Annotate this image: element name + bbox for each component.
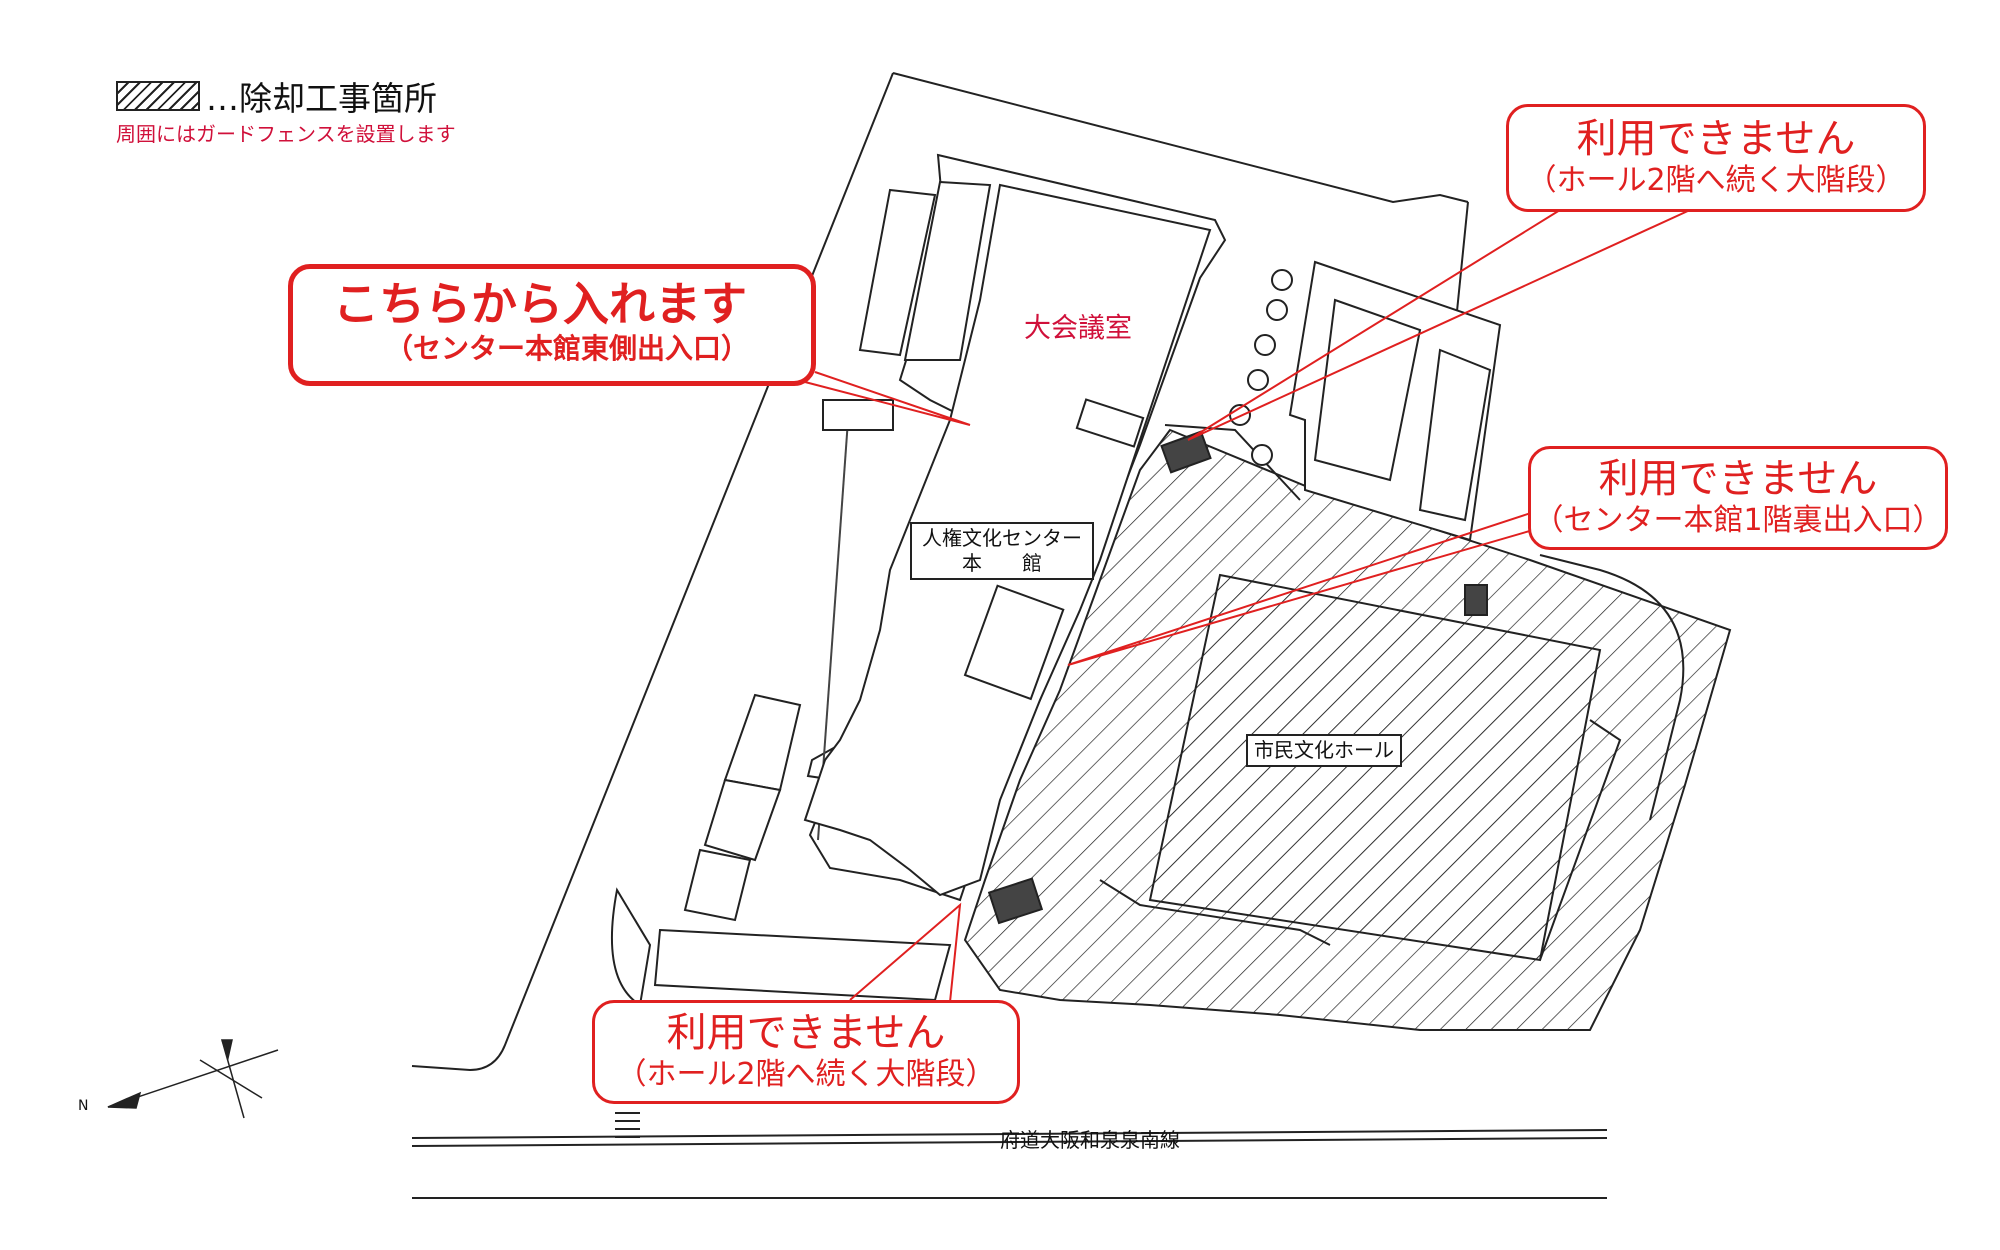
building-label-line1: 人権文化センター: [922, 526, 1082, 550]
unavailable-callout-middle-right-main: 利用できません: [1598, 456, 1878, 502]
legend: …除却工事箇所: [116, 72, 437, 120]
unavailable-callout-bottom: 利用できません （ホール2階へ続く大階段）: [592, 1000, 1020, 1104]
stairs-icon: [987, 430, 1488, 925]
entrance-callout: こちらから入れます （センター本館東側出入口）: [288, 264, 816, 386]
hatch-legend-icon: [116, 81, 200, 111]
hall-interior: [1099, 573, 1622, 962]
hall-label: 市民文化ホール: [1246, 734, 1402, 767]
unavailable-callout-middle-right-sub: （センター本館1階裏出入口）: [1533, 503, 1943, 538]
unavailable-callout-top-right-sub: （ホール2階へ続く大階段）: [1526, 163, 1906, 198]
building-label-line2: 本 館: [962, 551, 1042, 575]
unavailable-callout-middle-right: 利用できません （センター本館1階裏出入口）: [1528, 446, 1948, 550]
unavailable-callout-top-right-main: 利用できません: [1576, 116, 1856, 162]
unavailable-callout-top-right: 利用できません （ホール2階へ続く大階段）: [1506, 104, 1926, 212]
callout-leaders: [804, 209, 1691, 1003]
compass-icon: [107, 1039, 279, 1119]
building-label-main: 人権文化センター 本 館: [910, 522, 1094, 580]
entrance-callout-sub: （センター本館東側出入口）: [384, 332, 749, 366]
road-label: 府道大阪和泉泉南線: [1000, 1128, 1180, 1152]
legend-note: 周囲にはガードフェンスを設置します: [116, 122, 456, 146]
unavailable-callout-bottom-sub: （ホール2階へ続く大階段）: [616, 1057, 996, 1092]
north-label: N: [78, 1098, 89, 1114]
legend-text: …除却工事箇所: [206, 79, 437, 118]
unavailable-callout-bottom-main: 利用できません: [666, 1010, 946, 1056]
entrance-callout-main: こちらから入れます: [333, 277, 747, 331]
crosswalk: [615, 1112, 640, 1138]
parking-steps: [611, 693, 952, 1007]
room-label-large-conference: 大会議室: [1024, 313, 1132, 344]
